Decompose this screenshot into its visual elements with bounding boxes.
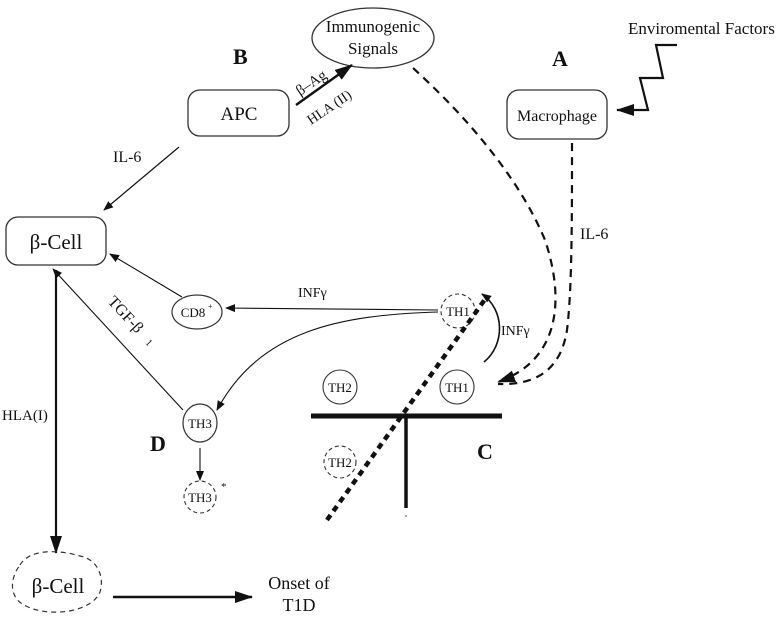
damaged-beta-cell-label: β-Cell: [32, 574, 85, 598]
il6-left-label: IL-6: [113, 149, 141, 166]
tipping-dotted-line: [325, 296, 488, 522]
tgf-beta-subscript: 1: [143, 338, 154, 349]
th2-dashed-label: TH2: [328, 455, 352, 470]
th2-label: TH2: [328, 380, 352, 395]
th3-label: TH3: [188, 416, 212, 431]
infg-loop-arrow: [481, 293, 501, 363]
cd8-superscript: +: [208, 302, 213, 311]
infg-cd8-label: INFγ: [298, 286, 327, 301]
environmental-factors-label: Enviromental Factors: [628, 19, 775, 38]
hla-i-label: HLA(I): [2, 408, 48, 424]
th3-node: TH3: [182, 403, 218, 443]
onset-line1: Onset of: [268, 573, 330, 593]
section-label-c: C: [477, 439, 493, 464]
cd8-to-beta-cell-arrow: [109, 253, 183, 298]
immunogenic-line1: Immunogenic: [326, 17, 421, 36]
macrophage-to-th1-dashed-arrow: [497, 142, 574, 386]
section-label-a: A: [552, 46, 568, 71]
th2-node: TH2: [322, 369, 358, 405]
th1-to-cd8-arrow: [225, 304, 439, 313]
environmental-zigzag-arrow: [616, 43, 677, 116]
th3-to-beta-cell-line: [52, 268, 184, 411]
section-label-b: B: [233, 44, 248, 69]
cd8-node: CD8 +: [171, 294, 223, 330]
infg-loop-label: INFγ: [501, 324, 530, 339]
onset-line2: T1D: [283, 595, 316, 615]
th3-dashed-node: TH3 *: [183, 480, 227, 514]
immunogenic-line2: Signals: [348, 39, 398, 58]
th3-star: *: [221, 481, 227, 493]
apc-to-beta-cell-arrow: [103, 146, 180, 211]
immunogenic-signals-node: Immunogenic Signals: [311, 7, 435, 69]
apc-to-immunogenic-arrow: [295, 64, 353, 106]
th3-dashed-label: TH3: [188, 490, 212, 505]
th1-node: TH1: [439, 369, 475, 405]
apc-node: APC: [187, 89, 290, 137]
apc-label: APC: [221, 104, 258, 125]
il6-right-label: IL-6: [580, 226, 608, 243]
th2-dashed-node: TH2: [323, 445, 357, 479]
th1-dashed-label: TH1: [446, 304, 470, 319]
th1-to-th3-arrow: [216, 311, 439, 411]
beta-cell-label: β-Cell: [30, 230, 83, 254]
section-label-d: D: [150, 431, 166, 456]
th1-label: TH1: [445, 380, 469, 395]
damaged-beta-cell-node: β-Cell: [11, 551, 102, 613]
tgf-beta-label: TGF-β: [104, 293, 146, 337]
beta-cell-node: β-Cell: [5, 216, 107, 266]
macrophage-label: Macrophage: [517, 108, 597, 125]
macrophage-node: Macrophage: [506, 89, 608, 140]
cd8-label: CD8: [181, 305, 206, 320]
